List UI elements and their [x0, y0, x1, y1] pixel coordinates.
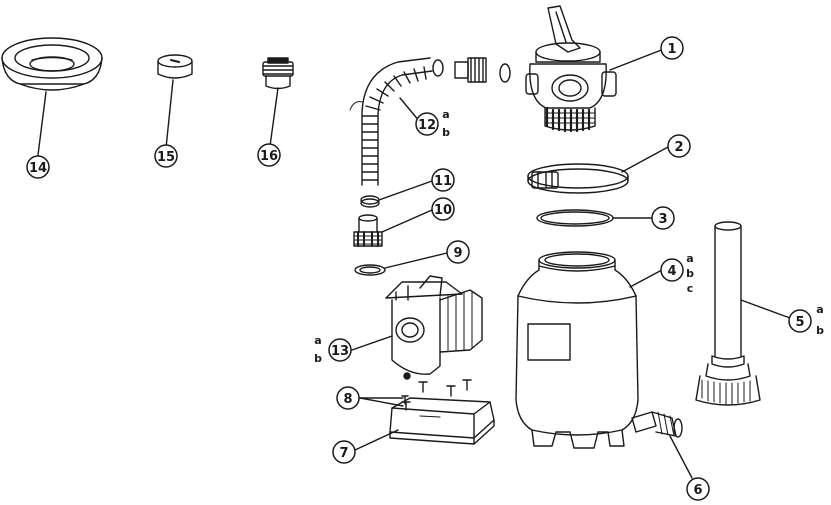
part-5-lateral-standpipe — [695, 221, 761, 406]
callout-number-1: 1 — [667, 42, 676, 57]
suffix-4-b: b — [686, 267, 694, 280]
callout-circle-6 — [686, 477, 710, 501]
part-1-multiport-valve — [525, 5, 617, 133]
part-9-gasket — [354, 264, 386, 276]
callout-number-11: 11 — [434, 174, 452, 189]
leader-8b — [359, 397, 404, 407]
leader-15 — [165, 79, 174, 149]
callout-number-15: 15 — [157, 150, 175, 165]
callout-number-14: 14 — [29, 161, 47, 176]
leader-13 — [351, 335, 393, 351]
part-13-pump — [385, 275, 483, 380]
callout-number-9: 9 — [453, 246, 462, 261]
callout-circle-14 — [26, 155, 50, 179]
leader-4 — [629, 270, 661, 288]
part-7-base — [389, 397, 495, 445]
suffix-12-b: b — [442, 126, 450, 139]
leader-6 — [669, 435, 693, 479]
callout-number-3: 3 — [658, 212, 667, 227]
callout-circle-5 — [788, 309, 812, 333]
leader-7 — [354, 429, 399, 451]
callout-circle-8 — [336, 386, 360, 410]
callout-number-8: 8 — [343, 392, 352, 407]
callout-circle-3 — [651, 206, 675, 230]
part-15-cap — [157, 54, 193, 79]
leader-12 — [399, 97, 421, 123]
part-10-hose-adapter — [353, 214, 383, 247]
part-8-screws — [401, 379, 472, 411]
callout-number-10: 10 — [434, 203, 452, 218]
part-hose-fittings — [432, 57, 511, 83]
callout-number-13: 13 — [331, 344, 349, 359]
callout-number-16: 16 — [260, 149, 278, 164]
leader-9 — [384, 252, 448, 269]
suffix-13-a: a — [314, 334, 321, 347]
callout-circle-10 — [431, 197, 455, 221]
callout-circle-11 — [431, 168, 455, 192]
callout-number-4: 4 — [667, 264, 676, 279]
part-14-sand-shield — [1, 37, 103, 91]
callout-circle-16 — [257, 143, 281, 167]
suffix-4-c: c — [687, 282, 694, 295]
part-4-filter-tank — [515, 251, 639, 449]
callout-circle-9 — [446, 240, 470, 264]
leader-14 — [37, 91, 47, 156]
leader-16 — [269, 87, 279, 147]
callout-circle-4 — [660, 258, 684, 282]
suffix-4-a: a — [686, 252, 693, 265]
leader-11 — [378, 180, 433, 201]
part-3-o-ring — [536, 209, 614, 227]
part-16-adapter — [262, 57, 294, 90]
callout-circle-7 — [332, 440, 356, 464]
callout-number-7: 7 — [339, 446, 348, 461]
suffix-12-a: a — [442, 108, 449, 121]
callout-number-6: 6 — [693, 483, 702, 498]
leader-2 — [621, 146, 669, 173]
leader-5 — [740, 299, 791, 319]
callout-number-2: 2 — [674, 140, 683, 155]
suffix-5-b: b — [816, 324, 824, 337]
callout-number-5: 5 — [795, 315, 804, 330]
suffix-13-b: b — [314, 352, 322, 365]
part-11-hose-clamp — [360, 195, 380, 208]
part-2-tank-clamp — [527, 163, 629, 194]
callout-circle-1 — [660, 36, 684, 60]
callout-circle-15 — [154, 144, 178, 168]
callout-number-12: 12 — [418, 118, 436, 133]
callout-circle-13 — [328, 338, 352, 362]
leader-10 — [381, 209, 433, 233]
callout-circle-12 — [415, 112, 439, 136]
callout-circle-2 — [667, 134, 691, 158]
part-12-hose — [349, 57, 433, 186]
leader-1 — [609, 48, 665, 71]
part-6-drain-plug — [631, 411, 683, 438]
suffix-5-a: a — [816, 303, 823, 316]
